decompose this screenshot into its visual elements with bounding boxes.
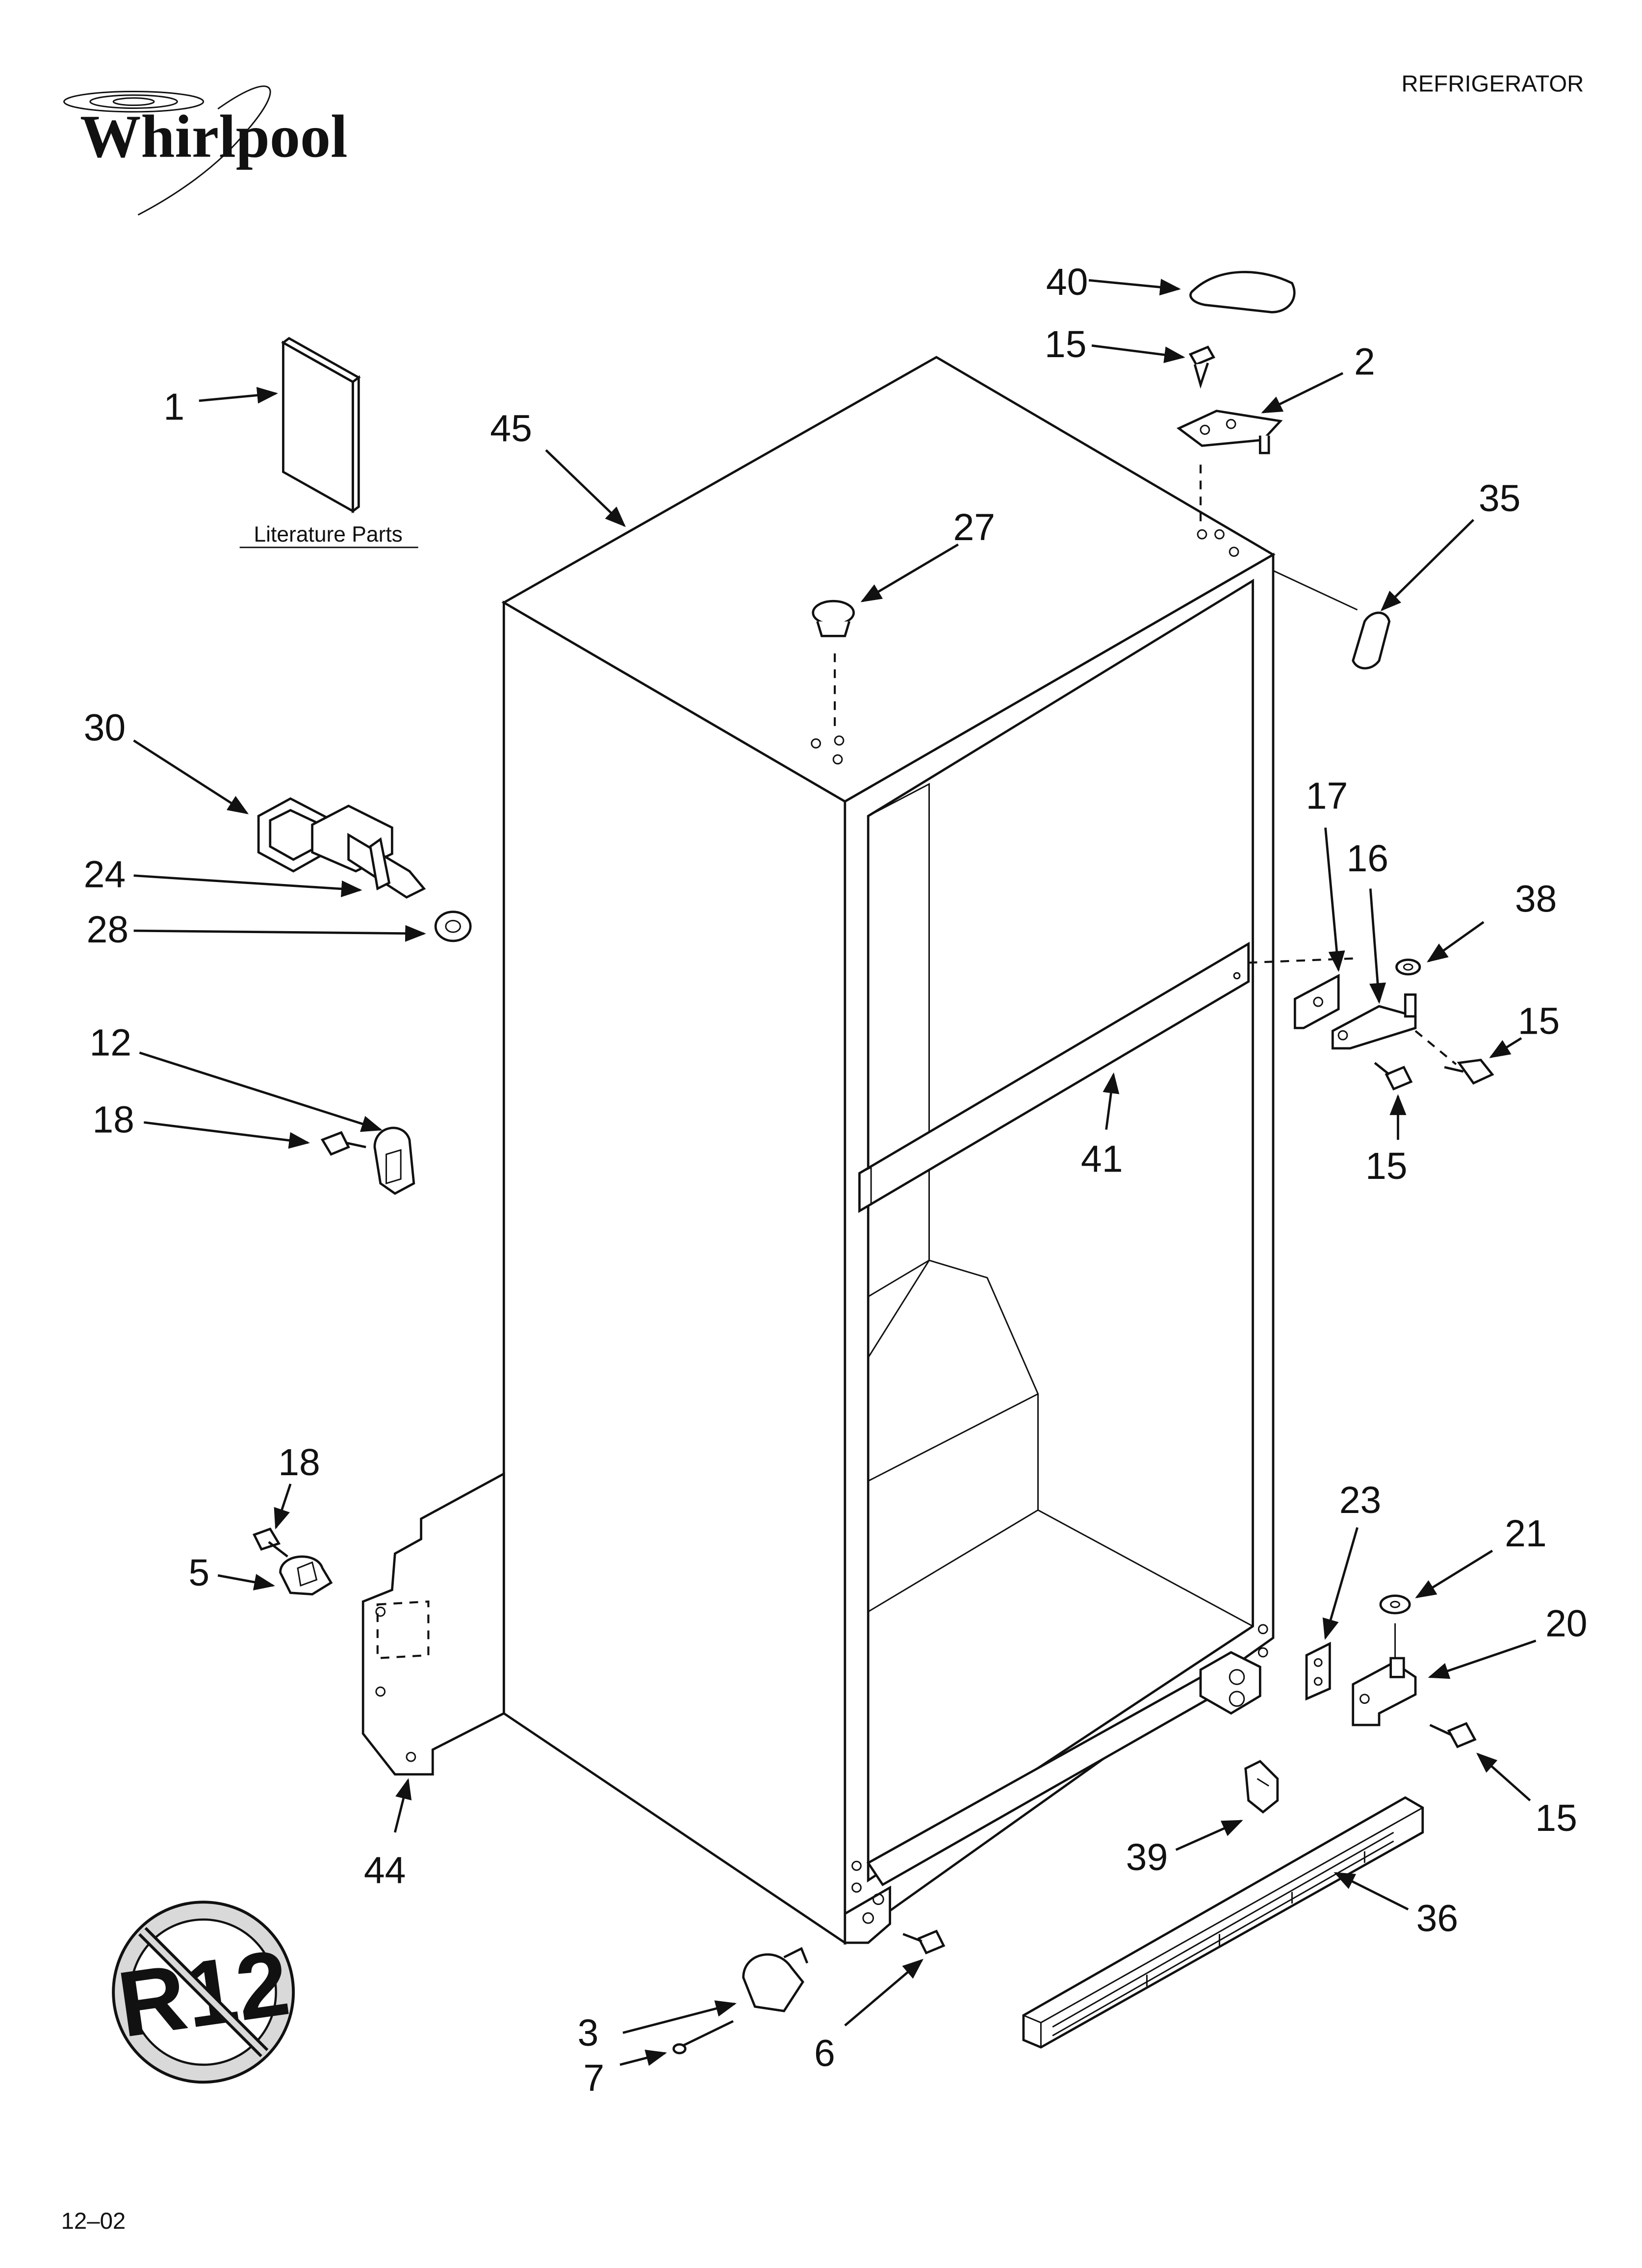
callout-6: 6: [814, 2033, 835, 2075]
callout-40: 40: [1046, 261, 1088, 303]
part-20-bottom-hinge: [1352, 1657, 1417, 1726]
part-15-screw-top: [1188, 345, 1215, 389]
callout-2: 2: [1354, 341, 1375, 383]
part-21-washer: [1379, 1594, 1411, 1615]
part-30-gasket: [257, 797, 328, 873]
callout-15-mid-right: 15: [1518, 1000, 1560, 1042]
part-7-axle-pin: [672, 2020, 734, 2055]
callout-38: 38: [1515, 878, 1557, 920]
part-18-screw-mid: [320, 1131, 366, 1156]
category-label: REFRIGERATOR: [1402, 71, 1584, 97]
callout-15-top: 15: [1045, 323, 1087, 365]
callout-15-lower: 15: [1535, 1797, 1577, 1839]
part-15-screw-lower: [1429, 1722, 1477, 1748]
part-1-literature: [281, 337, 361, 514]
part-41-divider-bar: [858, 941, 1358, 1213]
part-23-shim: [1305, 1642, 1331, 1701]
footer-code: 12‒02: [61, 2208, 126, 2234]
callout-18-lower: 18: [278, 1441, 320, 1484]
part-24-shaft: [311, 804, 426, 899]
callout-3: 3: [578, 2012, 599, 2054]
callout-35: 35: [1479, 477, 1521, 520]
part-5-clamp: [279, 1555, 333, 1596]
part-6-screw-bottom: [902, 1929, 946, 1955]
callout-18-mid: 18: [92, 1099, 134, 1141]
part-38-washer: [1395, 958, 1421, 976]
part-44-side-panel: [361, 1472, 505, 1776]
no-r12-emblem: R12: [112, 1901, 295, 2084]
part-12-clip: [373, 1126, 415, 1195]
part-35-hinge-cap: [1352, 611, 1391, 670]
callout-44: 44: [364, 1850, 406, 1892]
part-2-top-hinge: [1176, 410, 1283, 454]
callout-24: 24: [84, 853, 126, 895]
part-36-toe-grille: [1022, 1796, 1424, 2049]
callout-12: 12: [89, 1022, 131, 1064]
callout-27: 27: [953, 506, 995, 548]
cabinet-body: [501, 356, 1276, 1945]
part-15-screw-mid-right: [1444, 1059, 1494, 1085]
callout-16: 16: [1347, 837, 1389, 880]
part-18-screw-lower: [252, 1527, 288, 1558]
callout-1: 1: [163, 386, 184, 428]
brand-wordmark: Whirlpool: [80, 103, 348, 170]
part-40-hinge-cover: [1189, 271, 1296, 313]
part-27-plug: [812, 600, 855, 637]
callout-39: 39: [1126, 1836, 1168, 1878]
whirlpool-logo: Whirlpool: [63, 85, 348, 216]
callout-28: 28: [87, 909, 129, 951]
part-16-center-hinge: [1331, 993, 1417, 1050]
callout-21: 21: [1505, 1512, 1547, 1555]
callout-30: 30: [84, 706, 126, 749]
callout-5: 5: [188, 1552, 209, 1594]
part-15-screw-mid-low: [1374, 1062, 1413, 1091]
part-28-bushing: [434, 911, 472, 942]
callout-7: 7: [583, 2057, 604, 2099]
part-3-leveling-roller: [742, 1947, 809, 2012]
callout-15-mid-low: 15: [1365, 1145, 1408, 1187]
part-39-grille-clip: [1244, 1760, 1279, 1814]
part-17-shim: [1293, 973, 1340, 1029]
callout-41: 41: [1081, 1138, 1123, 1180]
callout-20: 20: [1545, 1603, 1588, 1645]
literature-parts-label: Literature Parts: [254, 522, 403, 547]
callout-17: 17: [1306, 775, 1348, 817]
callout-23: 23: [1339, 1479, 1382, 1521]
callout-45: 45: [490, 408, 532, 450]
callout-36: 36: [1416, 1897, 1459, 1939]
